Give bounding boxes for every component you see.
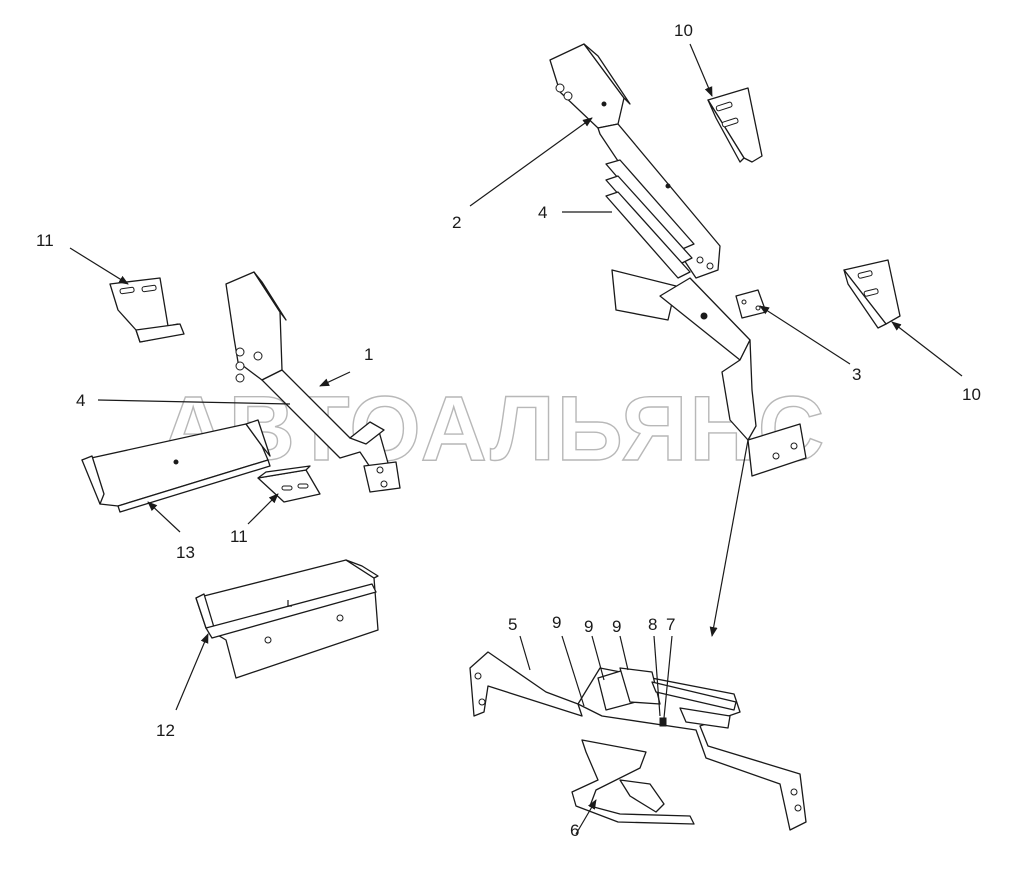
label-1: 1 <box>364 345 373 364</box>
label-5: 5 <box>508 615 517 634</box>
part-10-upper-bracket <box>707 87 763 163</box>
lower-assembly <box>469 651 807 831</box>
label-13: 13 <box>176 543 195 562</box>
label-10-lower: 10 <box>962 385 981 404</box>
leader-lines <box>69 43 963 835</box>
label-7: 7 <box>666 615 675 634</box>
label-2: 2 <box>452 213 461 232</box>
part-3-plate <box>735 289 767 319</box>
label-9-a: 9 <box>552 613 561 632</box>
label-8: 8 <box>648 615 657 634</box>
label-12: 12 <box>156 721 175 740</box>
part-13-tray <box>81 419 271 513</box>
label-4-left: 4 <box>76 391 85 410</box>
watermark: АВТОАЛЬЯНС <box>160 378 826 480</box>
label-9-b: 9 <box>584 617 593 636</box>
label-3: 3 <box>852 365 861 384</box>
label-10-upper: 10 <box>674 21 693 40</box>
part-10-lower-bracket <box>843 259 901 329</box>
callout-labels: 1 2 3 4 4 5 6 7 8 9 9 9 10 10 11 11 12 1… <box>36 21 981 840</box>
part-11-lower-bracket <box>257 465 321 503</box>
label-11-lower: 11 <box>230 527 248 546</box>
part-2-lower-assembly <box>611 269 807 477</box>
part-2-right-bracket <box>549 43 721 279</box>
part-12-cover <box>195 559 379 679</box>
label-11-upper: 11 <box>36 231 54 250</box>
part-11-upper-bracket <box>109 277 185 343</box>
part-4-spacers <box>605 159 695 279</box>
label-4-right: 4 <box>538 203 547 222</box>
part-1-left-bracket <box>225 271 401 493</box>
label-6: 6 <box>570 821 579 840</box>
label-9-c: 9 <box>612 617 621 636</box>
